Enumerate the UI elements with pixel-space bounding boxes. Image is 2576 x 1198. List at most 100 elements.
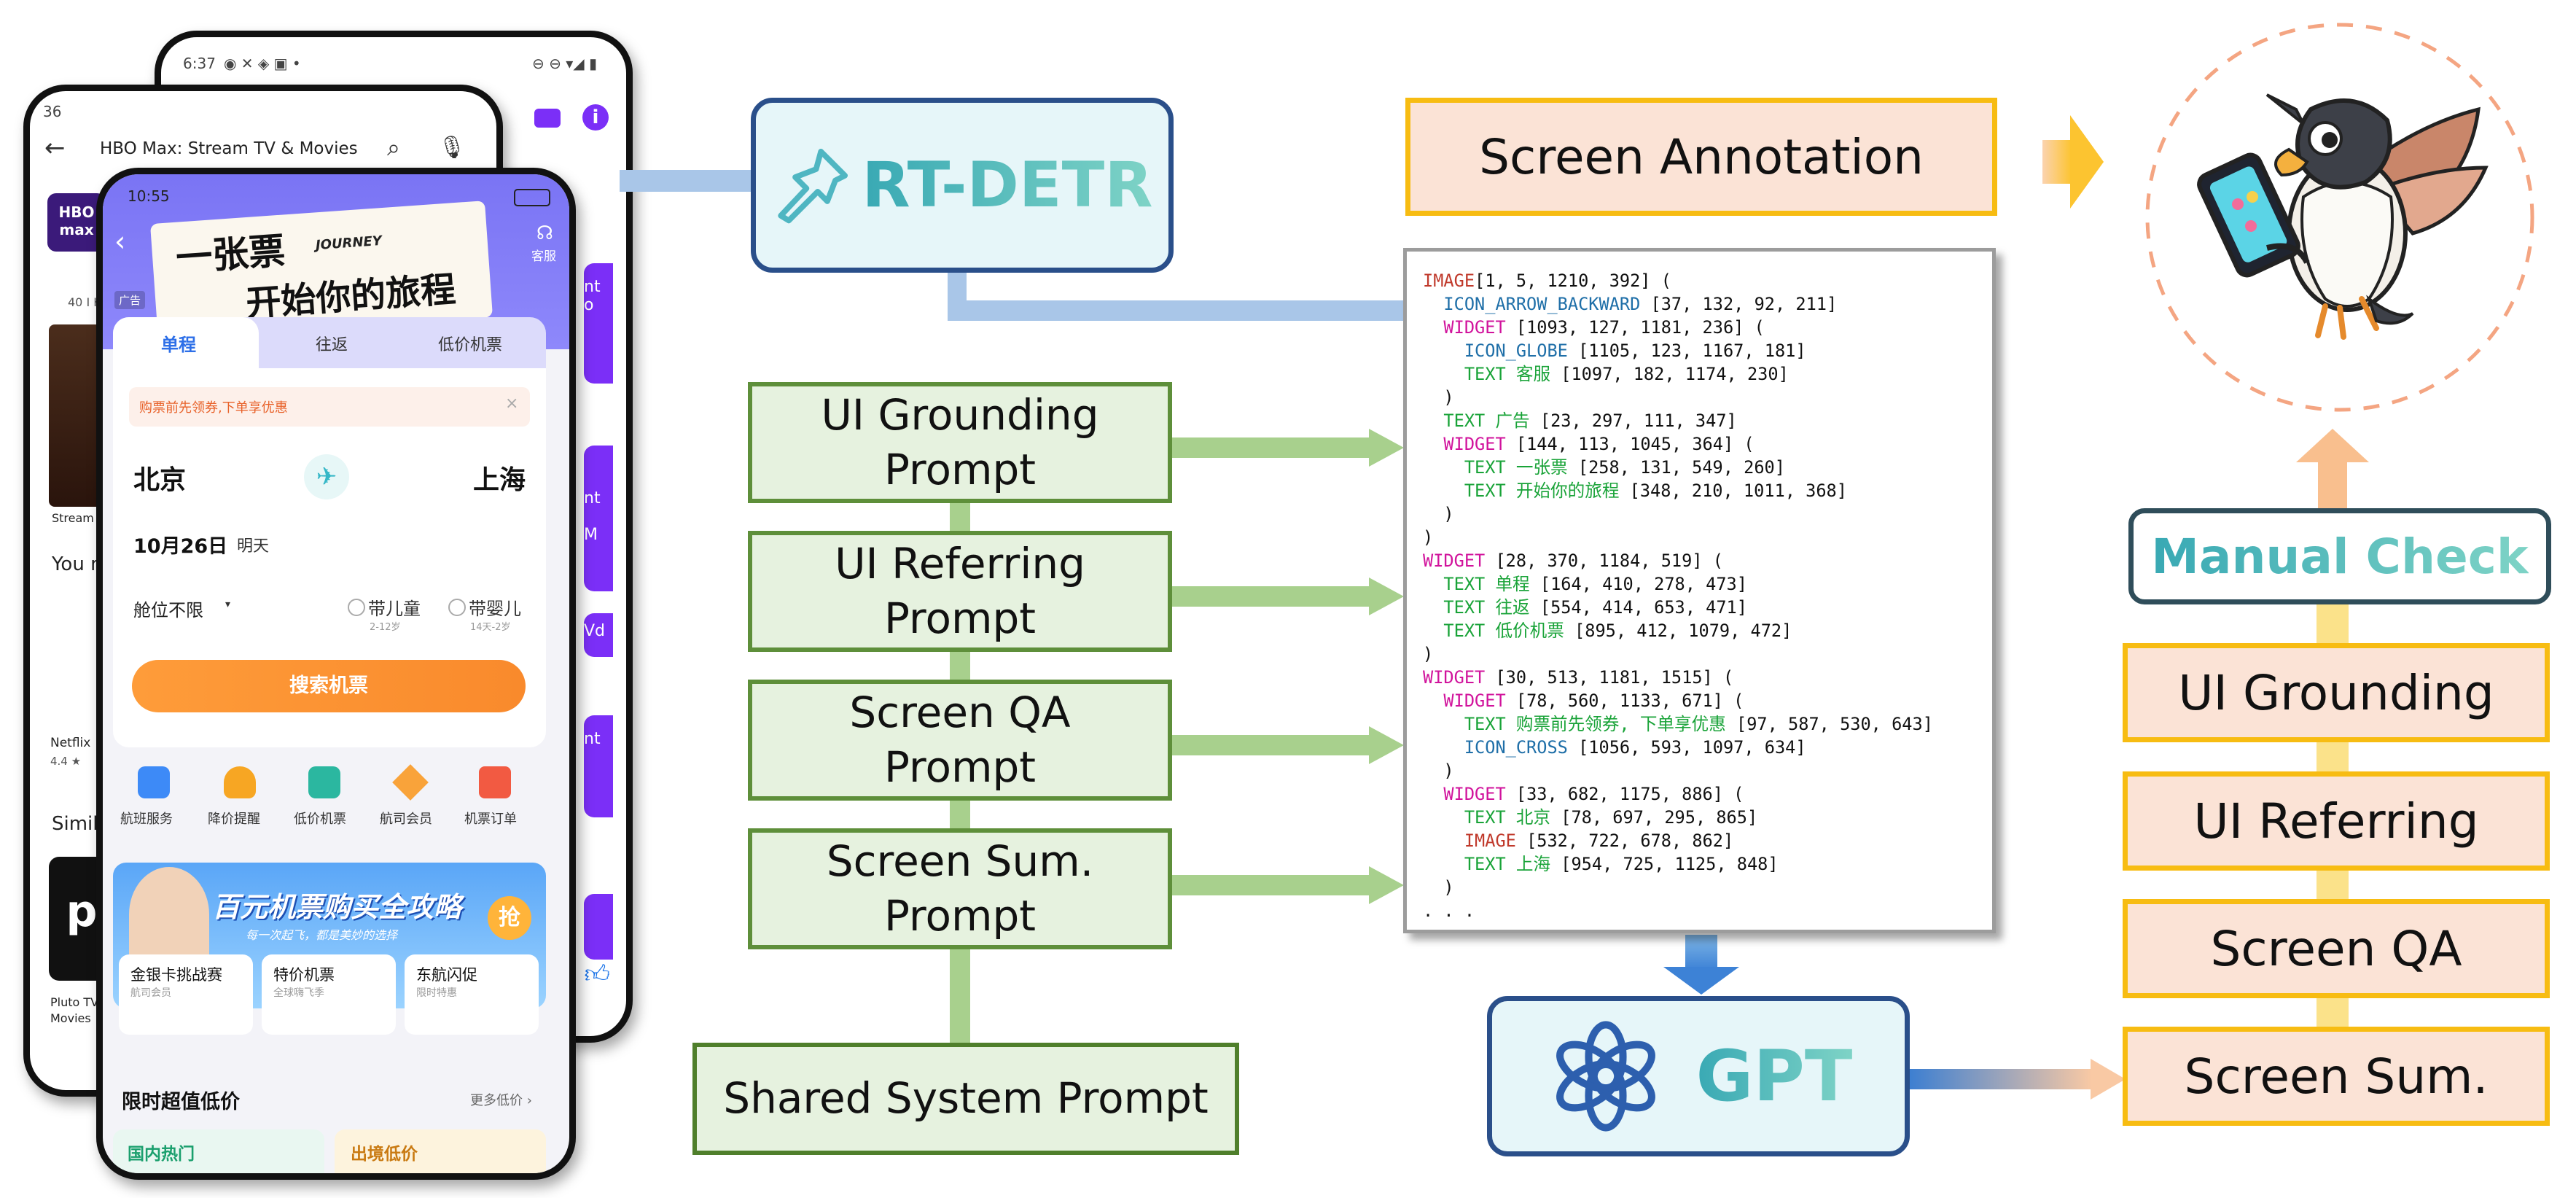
code-token: WIDGET [1443,784,1506,804]
status-time: 10:55 [128,187,170,205]
orders-icon[interactable] [479,766,511,798]
cabin-select[interactable]: 舱位不限 [133,600,203,621]
video-icon[interactable] [534,109,561,128]
mic-icon[interactable]: 🎙︎ [438,135,467,160]
low-price-icon[interactable] [308,766,340,798]
service-label-4[interactable]: 机票订单 [464,812,517,827]
code-token: [895, 412, 1079, 472] [1564,621,1792,641]
tab-low-price[interactable]: 低价机票 [438,336,503,354]
flight-service-icon[interactable] [138,766,170,798]
tab-round-trip[interactable]: 往返 [316,336,348,354]
tab-one-way[interactable]: 单程 [161,335,196,355]
code-token [1423,294,1443,314]
card-title: 特价机票 [273,966,335,984]
promo-card[interactable] [119,954,253,1035]
price-alert-icon[interactable] [224,766,256,798]
code-line: TEXT 客服 [1097, 182, 1174, 230] [1423,362,1976,386]
promo-notice-text: 购票前先领券,下单享优惠 [139,400,288,416]
code-token: ) [1423,877,1454,898]
code-token [1423,481,1464,501]
prompt-line2: Prompt [883,891,1037,941]
infant-radio[interactable] [448,599,466,616]
code-token: [30, 513, 1181, 1515] ( [1485,667,1734,688]
prompt-line2: Prompt [883,445,1037,494]
code-token: TEXT [1443,597,1486,618]
code-token [1423,714,1464,734]
code-token: [1097, 182, 1174, 230] [1550,364,1789,384]
code-line: TEXT 往返 [554, 414, 653, 471] [1423,596,1976,619]
day-value: 明天 [237,537,270,556]
deal-card[interactable] [113,1129,324,1173]
back-arrow-icon[interactable]: ← [44,133,66,163]
status-time: 6:37 [183,55,216,72]
code-token: TEXT [1443,411,1486,431]
code-token [1423,341,1464,361]
code-token: [28, 370, 1184, 519] ( [1485,551,1723,571]
service-label-0[interactable]: 航班服务 [120,812,173,827]
grab-badge[interactable]: 抢 [488,896,531,940]
prompt-line1: Screen Sum. [826,836,1094,886]
code-token [1423,457,1464,478]
child-radio[interactable] [348,599,365,616]
back-arrow-icon[interactable]: ‹ [114,225,126,257]
code-token [1423,784,1443,804]
code-token: 客服 [1505,364,1551,384]
info-icon[interactable]: i [582,104,609,131]
code-token: ICON_CROSS [1464,737,1568,758]
code-token: TEXT [1464,807,1506,828]
code-line: TEXT 广告 [23, 297, 111, 347] [1423,409,1976,432]
code-line: ) [1423,502,1976,526]
code-line: WIDGET [28, 370, 1184, 519] ( [1423,549,1976,572]
deal-card[interactable] [335,1129,546,1173]
service-label-1[interactable]: 降价提醒 [208,812,260,827]
side-card: Vd [584,613,613,657]
side-card: nt [584,715,613,817]
output-ui-grounding: UI Grounding [2123,643,2550,742]
link-phone-rtdetr [620,170,751,192]
green-arrow [1172,866,1404,904]
promo-card[interactable] [262,954,396,1035]
output-screen-sum: Screen Sum. [2123,1027,2550,1126]
deal-tab: 国内热门 [128,1145,195,1164]
app-title: HBO Max: Stream TV & Movies [100,139,358,158]
thumbs-up-icon[interactable]: 👍︎ [584,960,610,989]
swap-plane-icon[interactable]: ✈ [304,454,349,499]
code-token: ) [1423,761,1454,781]
code-token: ICON_ARROW_BACKWARD [1443,294,1641,314]
code-token [1423,854,1464,874]
code-line: TEXT 上海 [954, 725, 1125, 848] [1423,852,1976,876]
battery-icon [514,189,550,206]
prompt-line2: Prompt [883,594,1037,643]
code-token: [37, 132, 92, 211] [1640,294,1838,314]
promo-card[interactable] [405,954,539,1035]
deal-tab: 出境低价 [351,1145,418,1164]
service-label-3[interactable]: 航司会员 [380,812,432,827]
headset-icon[interactable]: ☊ [536,222,553,244]
search-flights-button[interactable]: 搜索机票 [132,660,526,712]
output-ui-referring: UI Referring [2123,771,2550,871]
code-token: 广告 [1485,411,1530,431]
prompt-line1: UI Grounding [821,389,1099,440]
close-icon[interactable]: × [505,394,519,413]
to-city[interactable]: 上海 [473,465,526,495]
more-deals-link[interactable]: 更多低价 › [470,1093,532,1108]
code-line: . . . [1423,899,1976,922]
gpt-output-arrow [1910,1059,2126,1100]
code-line: TEXT 开始你的旅程 [348, 210, 1011, 368] [1423,479,1976,502]
from-city[interactable]: 北京 [133,465,187,495]
code-token: [1105, 123, 1167, 181] [1567,341,1806,361]
code-token: [78, 697, 295, 865] [1550,807,1758,828]
rtdetr-box: RT-DETR [751,98,1174,273]
code-line: WIDGET [30, 513, 1181, 1515] ( [1423,666,1976,689]
code-token: WIDGET [1443,317,1506,338]
search-icon[interactable]: ⌕ [387,133,400,161]
code-token: WIDGET [1443,434,1506,454]
green-arrow [1172,429,1404,467]
date-value[interactable]: 10月26日 [133,535,228,558]
service-label-2[interactable]: 低价机票 [294,812,346,827]
code-token: TEXT [1464,854,1506,874]
phone-front: 10:55 ‹ ☊ 客服 一张票 JOURNEY 开始你的旅程 广告 单程 往返… [96,168,576,1180]
infant-label: 带婴儿 [469,599,521,619]
